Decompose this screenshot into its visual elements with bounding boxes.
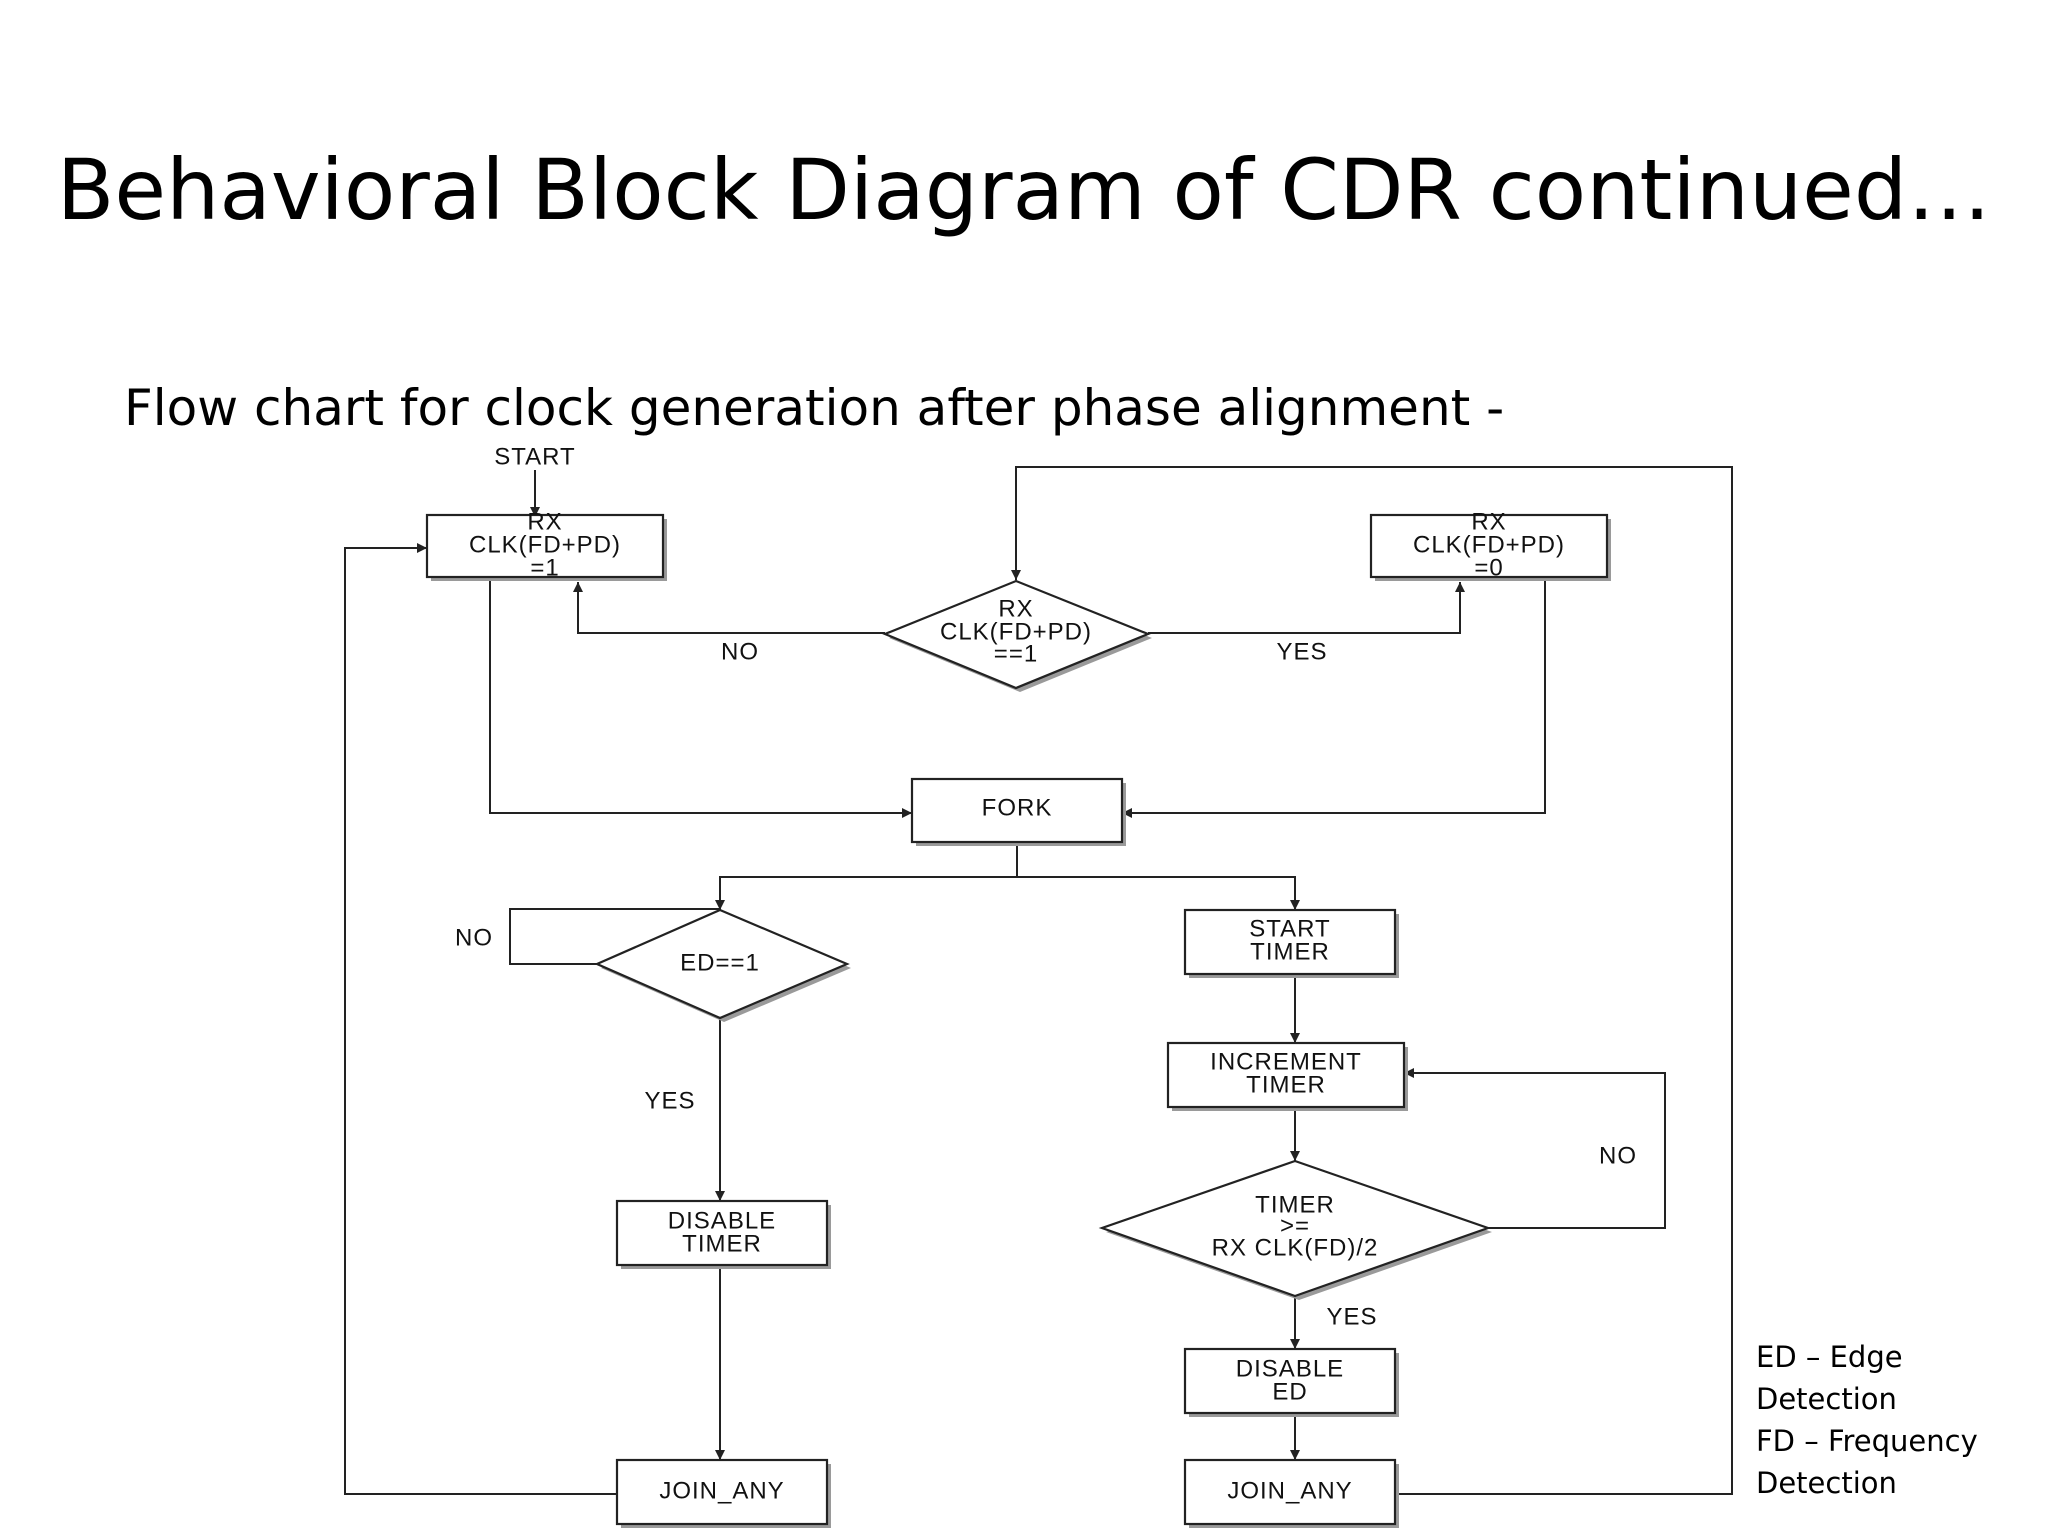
start-timer-box: START TIMER (1183, 908, 1399, 978)
node-label: TIMER (1246, 1071, 1326, 1098)
node-label: RX (998, 595, 1033, 622)
ed-check-decision: ED==1 (594, 908, 851, 1022)
edge-fork-to-start-timer (1017, 876, 1300, 910)
edge-timer-no-loop (1404, 1068, 1666, 1229)
node-label: ==1 (994, 640, 1038, 667)
node-label: CLK(FD+PD) (469, 531, 621, 558)
node-label: INCREMENT (1210, 1048, 1362, 1075)
disable-timer-box: DISABLE TIMER (615, 1199, 831, 1269)
slide-subtitle: Flow chart for clock generation after ph… (124, 379, 1505, 437)
timer-check-decision: TIMER >= RX CLK(FD)/2 (1098, 1159, 1492, 1300)
node-label: CLK(FD+PD) (940, 618, 1092, 645)
legend-ed: ED – Edge Detection (1756, 1340, 1903, 1416)
edge-join-right-feedback (1011, 466, 1733, 1495)
node-label: DISABLE (1236, 1355, 1344, 1382)
node-label: =0 (1474, 554, 1503, 581)
ed-yes-label: YES (644, 1087, 695, 1114)
node-label: TIMER (682, 1230, 762, 1257)
increment-timer-box: INCREMENT TIMER (1166, 1041, 1408, 1111)
node-label: RX (527, 508, 562, 535)
fork-box: FORK (910, 777, 1126, 846)
node-label: TIMER (1255, 1191, 1335, 1218)
timer-no-label: NO (1599, 1142, 1637, 1169)
node-label: DISABLE (668, 1207, 776, 1234)
edge-rx0-to-fork (1122, 578, 1546, 818)
node-label: =1 (530, 554, 559, 581)
rx-check-no-label: NO (721, 638, 759, 665)
start-label: START (494, 443, 575, 470)
node-label: RX (1471, 508, 1506, 535)
join-any-right-box: JOIN_ANY (1183, 1458, 1399, 1528)
legend: ED – Edge Detection FD – Frequency Detec… (1756, 1336, 2048, 1504)
disable-ed-box: DISABLE ED (1183, 1347, 1399, 1417)
node-label: START (1249, 915, 1330, 942)
node-label: TIMER (1250, 938, 1330, 965)
edge-ed-no-loop (509, 908, 720, 965)
node-label: JOIN_ANY (659, 1477, 784, 1504)
rx-check-yes-label: YES (1276, 638, 1327, 665)
rx-clk-check-decision: RX CLK(FD+PD) ==1 (882, 579, 1152, 692)
node-label: FORK (982, 794, 1053, 821)
node-label: RX CLK(FD)/2 (1212, 1234, 1379, 1261)
ed-no-label: NO (455, 924, 493, 951)
edge-rx-check-no (573, 582, 885, 634)
node-label: ED (1272, 1378, 1307, 1405)
join-any-left-box: JOIN_ANY (615, 1458, 831, 1528)
node-label: ED==1 (680, 949, 760, 976)
rx-clk-set1-box: RX CLK(FD+PD) =1 (425, 508, 667, 581)
timer-yes-label: YES (1326, 1303, 1377, 1330)
node-label: CLK(FD+PD) (1413, 531, 1565, 558)
edge-rx-check-yes (1148, 582, 1465, 634)
connectors (344, 466, 1733, 1495)
rx-clk-set0-box: RX CLK(FD+PD) =0 (1369, 508, 1611, 581)
node-label: JOIN_ANY (1227, 1477, 1352, 1504)
node-label: >= (1280, 1212, 1310, 1239)
legend-fd: FD – Frequency Detection (1756, 1424, 1978, 1500)
edge-rx1-to-fork (489, 578, 912, 818)
slide-title: Behavioral Block Diagram of CDR continue… (56, 141, 1992, 239)
edge-join-left-feedback (344, 543, 617, 1495)
edge-fork-to-ed (715, 876, 1017, 910)
